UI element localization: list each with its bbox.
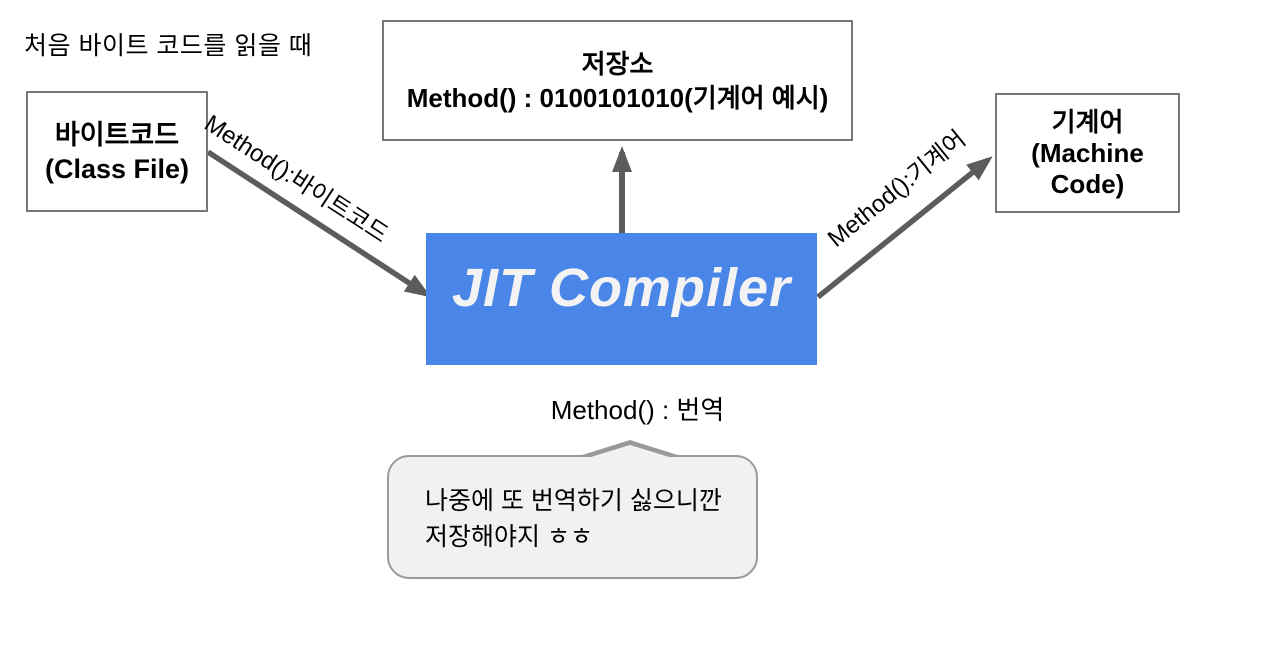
speech-bubble-line2: 저장해야지 ㅎㅎ	[425, 523, 593, 551]
node-storage-text: 저장소 Method() : 0100101010(기계어 예시)	[407, 47, 829, 115]
node-bytecode-title: 바이트코드	[54, 119, 180, 150]
node-machine-text: 기계어 (Machine Code)	[1031, 107, 1144, 200]
node-storage: 저장소 Method() : 0100101010(기계어 예시)	[382, 20, 853, 141]
speech-bubble-line1: 나중에 또 번역하기 싫으니깐	[425, 487, 722, 515]
node-machine-line2: (Machine	[1031, 137, 1144, 168]
label-method-translate: Method() : 번역	[550, 395, 725, 425]
node-machine: 기계어 (Machine Code)	[995, 93, 1180, 213]
node-machine-line3: Code)	[1050, 168, 1125, 199]
diagram-title: 처음 바이트 코드를 읽을 때	[24, 32, 313, 60]
speech-bubble-notch-fill	[581, 445, 679, 460]
node-storage-title: 저장소	[581, 48, 654, 79]
edge-label-bytecode-to-jit: Method():바이트코드	[199, 109, 393, 249]
node-jit-compiler: JIT Compiler	[426, 233, 817, 365]
node-jit-title: JIT Compiler	[451, 258, 792, 318]
speech-bubble	[387, 455, 758, 579]
speech-bubble-text: 나중에 또 번역하기 싫으니깐 저장해야지 ㅎㅎ	[425, 483, 722, 555]
node-machine-line1: 기계어	[1051, 106, 1124, 137]
node-storage-subtitle: Method() : 0100101010(기계어 예시)	[406, 82, 829, 113]
node-bytecode-text: 바이트코드 (Class File)	[45, 118, 189, 186]
node-bytecode-subtitle: (Class File)	[44, 153, 190, 184]
node-bytecode: 바이트코드 (Class File)	[26, 91, 208, 212]
